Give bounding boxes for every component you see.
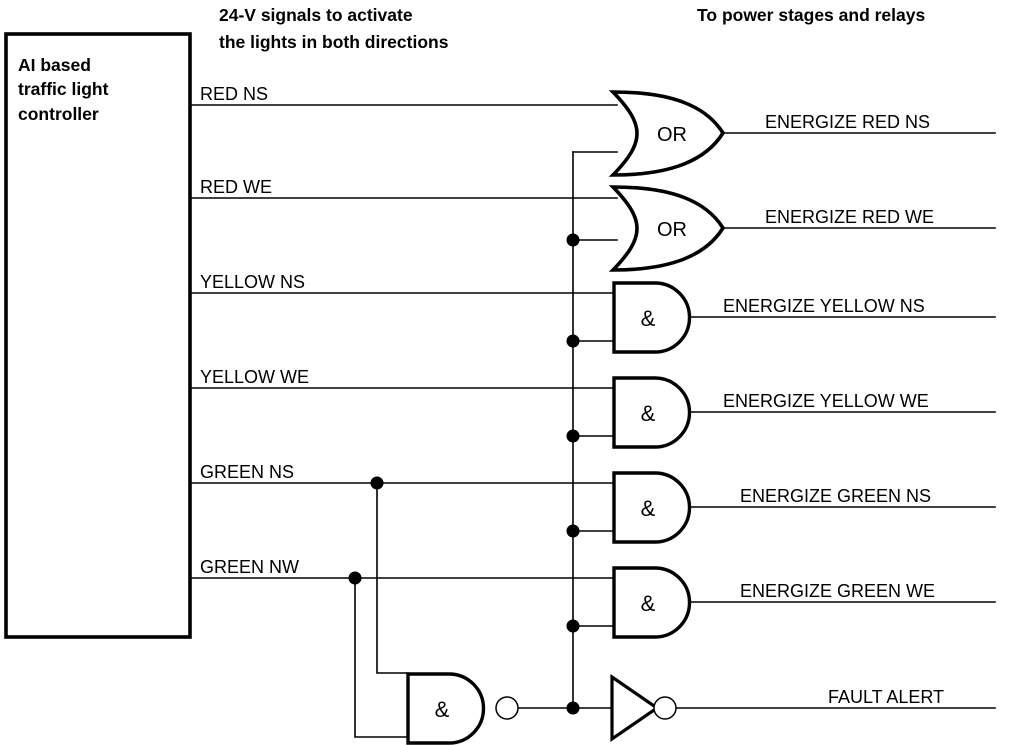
junction-dot-bus-and2 xyxy=(566,429,580,443)
junction-dot-bus-nand-out xyxy=(566,701,580,715)
gate-nand-fault[interactable]: & xyxy=(406,672,519,745)
controller-label-line1: AI based xyxy=(18,55,91,75)
junction-dot-bus-and1 xyxy=(566,334,580,348)
heading-24v-line2: the lights in both directions xyxy=(219,32,449,52)
gate-and-yellow-ns[interactable]: & xyxy=(612,281,692,354)
heading-24v-line1: 24-V signals to activate xyxy=(219,5,413,25)
junction-dot-bus-and4 xyxy=(566,619,580,633)
and-gate-shape xyxy=(612,376,692,449)
gate-and-green-ns[interactable]: & xyxy=(612,471,692,544)
heading-power-stages: To power stages and relays xyxy=(697,5,925,25)
gate-symbol-label: & xyxy=(641,401,656,426)
output-label-energize-yellow-ns: ENERGIZE YELLOW NS xyxy=(723,296,925,316)
controller-label-line2: traffic light xyxy=(18,79,109,99)
wire-green-nw-branch xyxy=(354,577,409,738)
nand-gate-shape xyxy=(406,672,486,745)
gate-or-red-ns[interactable]: OR xyxy=(608,90,726,177)
or-gate-shape xyxy=(608,90,726,177)
output-label-energize-green-we: ENERGIZE GREEN WE xyxy=(740,581,935,601)
gate-symbol-label: & xyxy=(435,697,450,722)
signal-label-yellow-ns: YELLOW NS xyxy=(200,272,305,292)
and-gate-shape xyxy=(612,566,692,639)
gate-symbol-label: OR xyxy=(657,219,687,241)
junction-dot-bus-and3 xyxy=(566,524,580,538)
or-gate-shape xyxy=(608,185,726,272)
output-label-fault-alert: FAULT ALERT xyxy=(828,687,944,707)
inverter-invert-bubble xyxy=(653,696,677,720)
gate-inverter-fault-alert[interactable] xyxy=(610,673,677,743)
wire-green-ns-branch xyxy=(376,482,409,674)
signal-label-yellow-we: YELLOW WE xyxy=(200,367,309,387)
output-label-energize-green-ns: ENERGIZE GREEN NS xyxy=(740,486,931,506)
junction-dot-green-ns-tap xyxy=(370,476,384,490)
junction-dot-green-nw-tap xyxy=(348,571,362,585)
signal-label-green-nw: GREEN NW xyxy=(200,557,299,577)
signal-label-red-ns: RED NS xyxy=(200,84,268,104)
nand-invert-bubble xyxy=(495,696,519,720)
gate-symbol-label: & xyxy=(641,591,656,616)
gate-or-red-we[interactable]: OR xyxy=(608,185,726,272)
signal-label-green-ns: GREEN NS xyxy=(200,462,294,482)
and-gate-shape xyxy=(612,281,692,354)
output-label-energize-red-we: ENERGIZE RED WE xyxy=(765,207,934,227)
gate-and-green-we[interactable]: & xyxy=(612,566,692,639)
output-label-energize-yellow-we: ENERGIZE YELLOW WE xyxy=(723,391,929,411)
controller-box xyxy=(4,32,192,639)
controller-label-line3: controller xyxy=(18,104,99,124)
inverter-triangle-shape xyxy=(610,673,660,743)
junction-dot-bus-or2 xyxy=(566,233,580,247)
gate-symbol-label: OR xyxy=(657,124,687,146)
and-gate-shape xyxy=(612,471,692,544)
gate-symbol-label: & xyxy=(641,306,656,331)
signal-label-red-we: RED WE xyxy=(200,177,272,197)
gate-and-yellow-we[interactable]: & xyxy=(612,376,692,449)
gate-symbol-label: & xyxy=(641,496,656,521)
output-label-energize-red-ns: ENERGIZE RED NS xyxy=(765,112,930,132)
